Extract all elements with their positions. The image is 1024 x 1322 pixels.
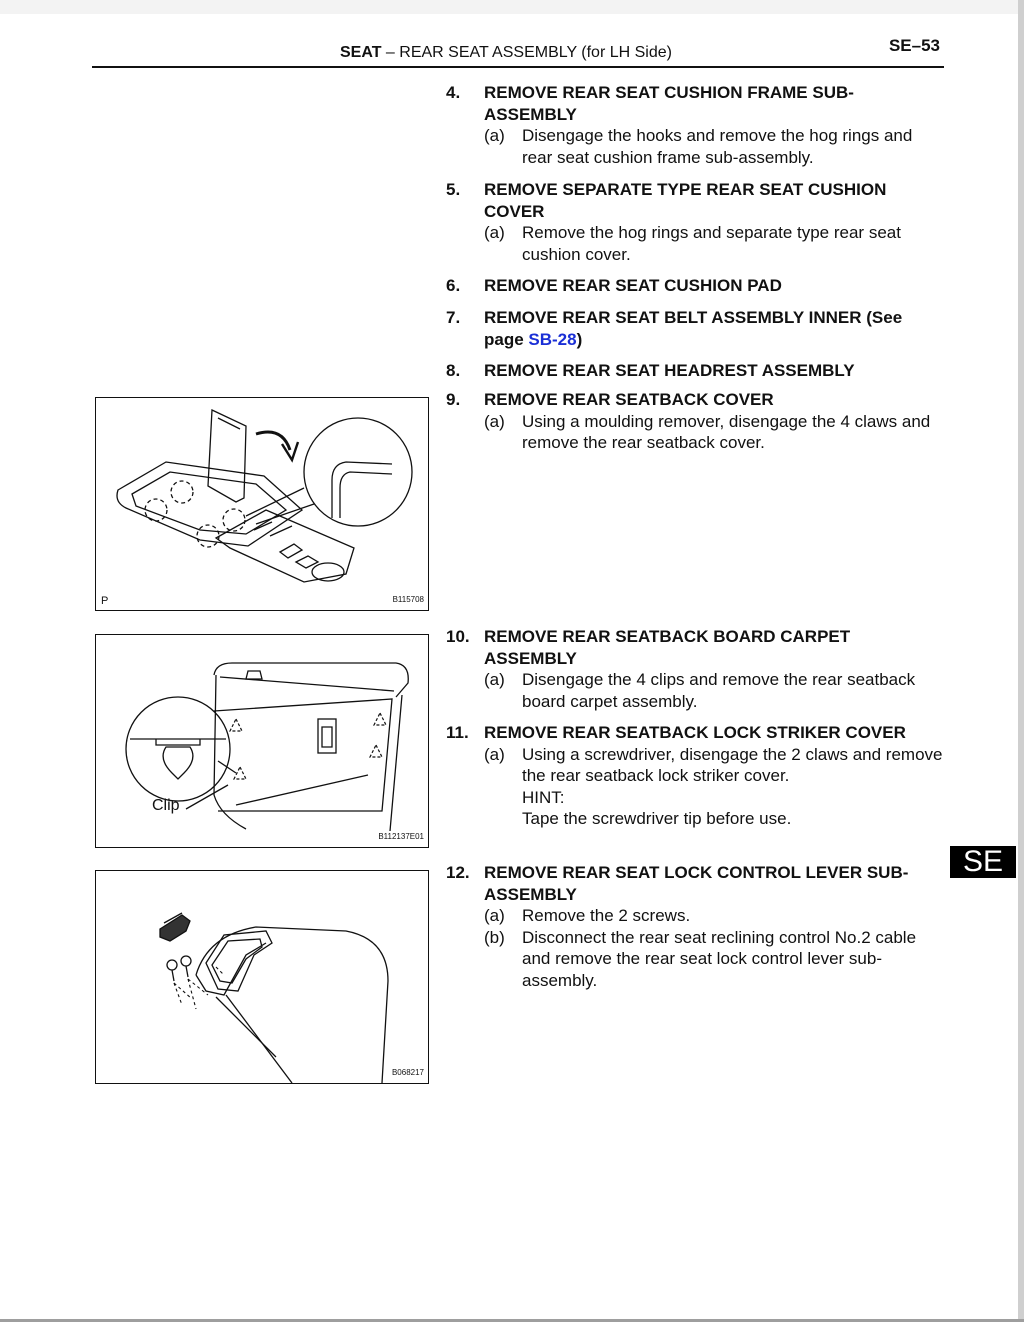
seatback-board-illustration <box>125 662 409 832</box>
step-title: REMOVE REAR SEAT BELT ASSEMBLY INNER (Se… <box>484 307 946 350</box>
substep: (b) Disconnect the rear seat reclining co… <box>484 927 946 992</box>
substep-text: Remove the hog rings and separate type r… <box>522 223 901 264</box>
step-title: REMOVE REAR SEAT HEADREST ASSEMBLY <box>484 361 855 380</box>
figure-code: B068217 <box>391 1068 424 1077</box>
hint-label: HINT: <box>522 787 565 807</box>
page-link-sb-28[interactable]: SB-28 <box>528 329 577 349</box>
substep-text: Using a screwdriver, disengage the 2 cla… <box>522 744 943 786</box>
step-7: 7. REMOVE REAR SEAT BELT ASSEMBLY INNER … <box>446 307 946 350</box>
figure-code: B115708 <box>392 595 424 604</box>
section-title-rest: – REAR SEAT ASSEMBLY (for LH Side) <box>381 44 672 61</box>
step-number: 6. <box>446 276 461 295</box>
substep: (a) Using a moulding remover, disengage t… <box>484 411 946 454</box>
substep: (a) Remove the hog rings and separate typ… <box>484 222 946 265</box>
figure-seatback-cover: P B115708 <box>95 397 429 611</box>
step-number: 4. <box>446 83 461 102</box>
step-title: REMOVE REAR SEATBACK COVER <box>484 390 774 409</box>
substep-label: (a) <box>484 906 505 925</box>
step-title: REMOVE SEPARATE TYPE REAR SEAT CUSHION C… <box>484 180 887 221</box>
step-number: 8. <box>446 361 461 380</box>
header-rule <box>92 66 944 68</box>
substep-text: Disengage the 4 clips and remove the rea… <box>522 670 916 711</box>
step-number: 10. <box>446 627 470 646</box>
figure-seatback-board-carpet: Clip B112137E01 <box>95 634 429 848</box>
section-title-bold: SEAT <box>340 44 382 61</box>
section-tab: SE <box>950 846 1016 878</box>
viewer-scrollbar[interactable] <box>1018 0 1024 1322</box>
substep: (a) Disengage the 4 clips and remove the … <box>484 669 946 712</box>
seatback-cover-illustration <box>116 409 413 583</box>
step-number: 9. <box>446 390 461 409</box>
step-12: 12. REMOVE REAR SEAT LOCK CONTROL LEVER … <box>446 862 946 991</box>
page-number: SE–53 <box>888 36 940 55</box>
substep: (a) Disengage the hooks and remove the ho… <box>484 125 946 168</box>
step-number: 7. <box>446 308 461 327</box>
step-title-close: ) <box>576 329 583 349</box>
step-title: REMOVE REAR SEAT CUSHION PAD <box>484 276 782 295</box>
substep-text: Using a moulding remover, disengage the … <box>522 411 931 453</box>
step-6: 6. REMOVE REAR SEAT CUSHION PAD <box>446 275 946 297</box>
step-number: 5. <box>446 180 461 199</box>
substep: (a) Using a screwdriver, disengage the 2 … <box>484 744 946 787</box>
step-number: 11. <box>446 723 469 742</box>
step-title: REMOVE REAR SEAT LOCK CONTROL LEVER SUB-… <box>484 863 909 904</box>
step-title: REMOVE REAR SEAT CUSHION FRAME SUB-ASSEM… <box>484 83 854 124</box>
viewer-top-bar <box>0 0 1024 14</box>
step-title-text: REMOVE REAR SEAT BELT ASSEMBLY INNER (Se… <box>484 308 903 349</box>
section-title: SEAT – REAR SEAT ASSEMBLY (for LH Side) <box>340 44 672 62</box>
substep: (a) Remove the 2 screws. <box>484 905 946 927</box>
step-8: 8. REMOVE REAR SEAT HEADREST ASSEMBLY <box>446 360 946 382</box>
step-9: 9. REMOVE REAR SEATBACK COVER (a) Using a… <box>446 389 946 454</box>
lock-lever-illustration <box>159 912 389 1083</box>
substep-text: Disconnect the rear seat reclining contr… <box>522 927 917 990</box>
substep-label: (a) <box>484 223 505 242</box>
substep-label: (a) <box>484 670 505 689</box>
hint-text: Tape the screwdriver tip before use. <box>522 809 792 828</box>
substep-text: Remove the 2 screws. <box>522 906 691 925</box>
step-10: 10. REMOVE REAR SEATBACK BOARD CARPET AS… <box>446 626 946 712</box>
figure-code: B112137E01 <box>378 832 424 841</box>
substep-label: (a) <box>484 411 505 431</box>
step-11: 11. REMOVE REAR SEATBACK LOCK STRIKER CO… <box>446 722 946 830</box>
substep-label: (b) <box>484 927 505 947</box>
substep-text: Disengage the hooks and remove the hog r… <box>522 126 913 167</box>
figure-corner-label: P <box>101 595 109 607</box>
figure-lock-control-lever: B068217 <box>95 870 429 1084</box>
step-title: REMOVE REAR SEATBACK BOARD CARPET ASSEMB… <box>484 627 851 668</box>
step-4: 4. REMOVE REAR SEAT CUSHION FRAME SUB-AS… <box>446 82 946 168</box>
substep-label: (a) <box>484 744 505 764</box>
step-title: REMOVE REAR SEATBACK LOCK STRIKER COVER <box>484 723 906 742</box>
page-header: SEAT – REAR SEAT ASSEMBLY (for LH Side) … <box>92 34 944 68</box>
substep-label: (a) <box>484 126 505 145</box>
viewer-bottom-edge <box>0 1319 1024 1322</box>
clip-callout: Clip <box>152 797 180 814</box>
step-number: 12. <box>446 863 470 882</box>
step-5: 5. REMOVE SEPARATE TYPE REAR SEAT CUSHIO… <box>446 179 946 265</box>
